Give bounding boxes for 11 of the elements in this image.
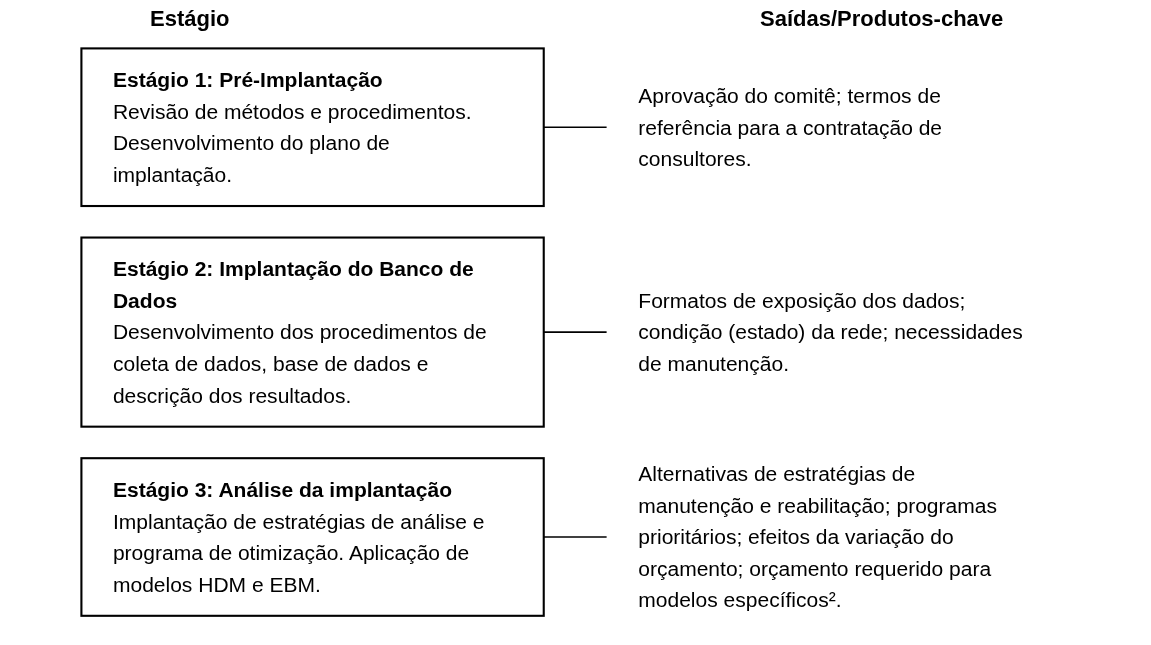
connector bbox=[543, 126, 608, 128]
connector bbox=[543, 331, 608, 333]
column-heading: Estágio bbox=[150, 6, 230, 32]
node-box: Estágio 3: Análise da implantação Implantação de estratégias de análise e programa de otimização. Aplicação de modelos HDM e EBM. bbox=[80, 457, 545, 617]
node-text: Alternativas de estratégias de manutenção e reabilitação; programas prioritários; efeitos da variação do orçamento; orçamento requerido para modelos específicos². bbox=[638, 462, 998, 612]
column-heading: Saídas/Produtos-chave bbox=[760, 6, 1004, 32]
node-text: Formatos de exposição dos dados; condição (estado) da rede; necessidades de manutenção. bbox=[638, 289, 1023, 376]
node-text: Aprovação do comitê; termos de referência para a contratação de consultores. bbox=[638, 84, 943, 171]
node-box: Estágio 1: Pré-Implantação Revisão de métodos e procedimentos. Desenvolvimento do plano de implantação. bbox=[80, 47, 545, 208]
connector bbox=[543, 536, 608, 538]
node-box: Estágio 2: Implantação do Banco de Dados Desenvolvimento dos procedimentos de coleta de dados, base de dados e descrição dos resultados. bbox=[80, 236, 545, 428]
